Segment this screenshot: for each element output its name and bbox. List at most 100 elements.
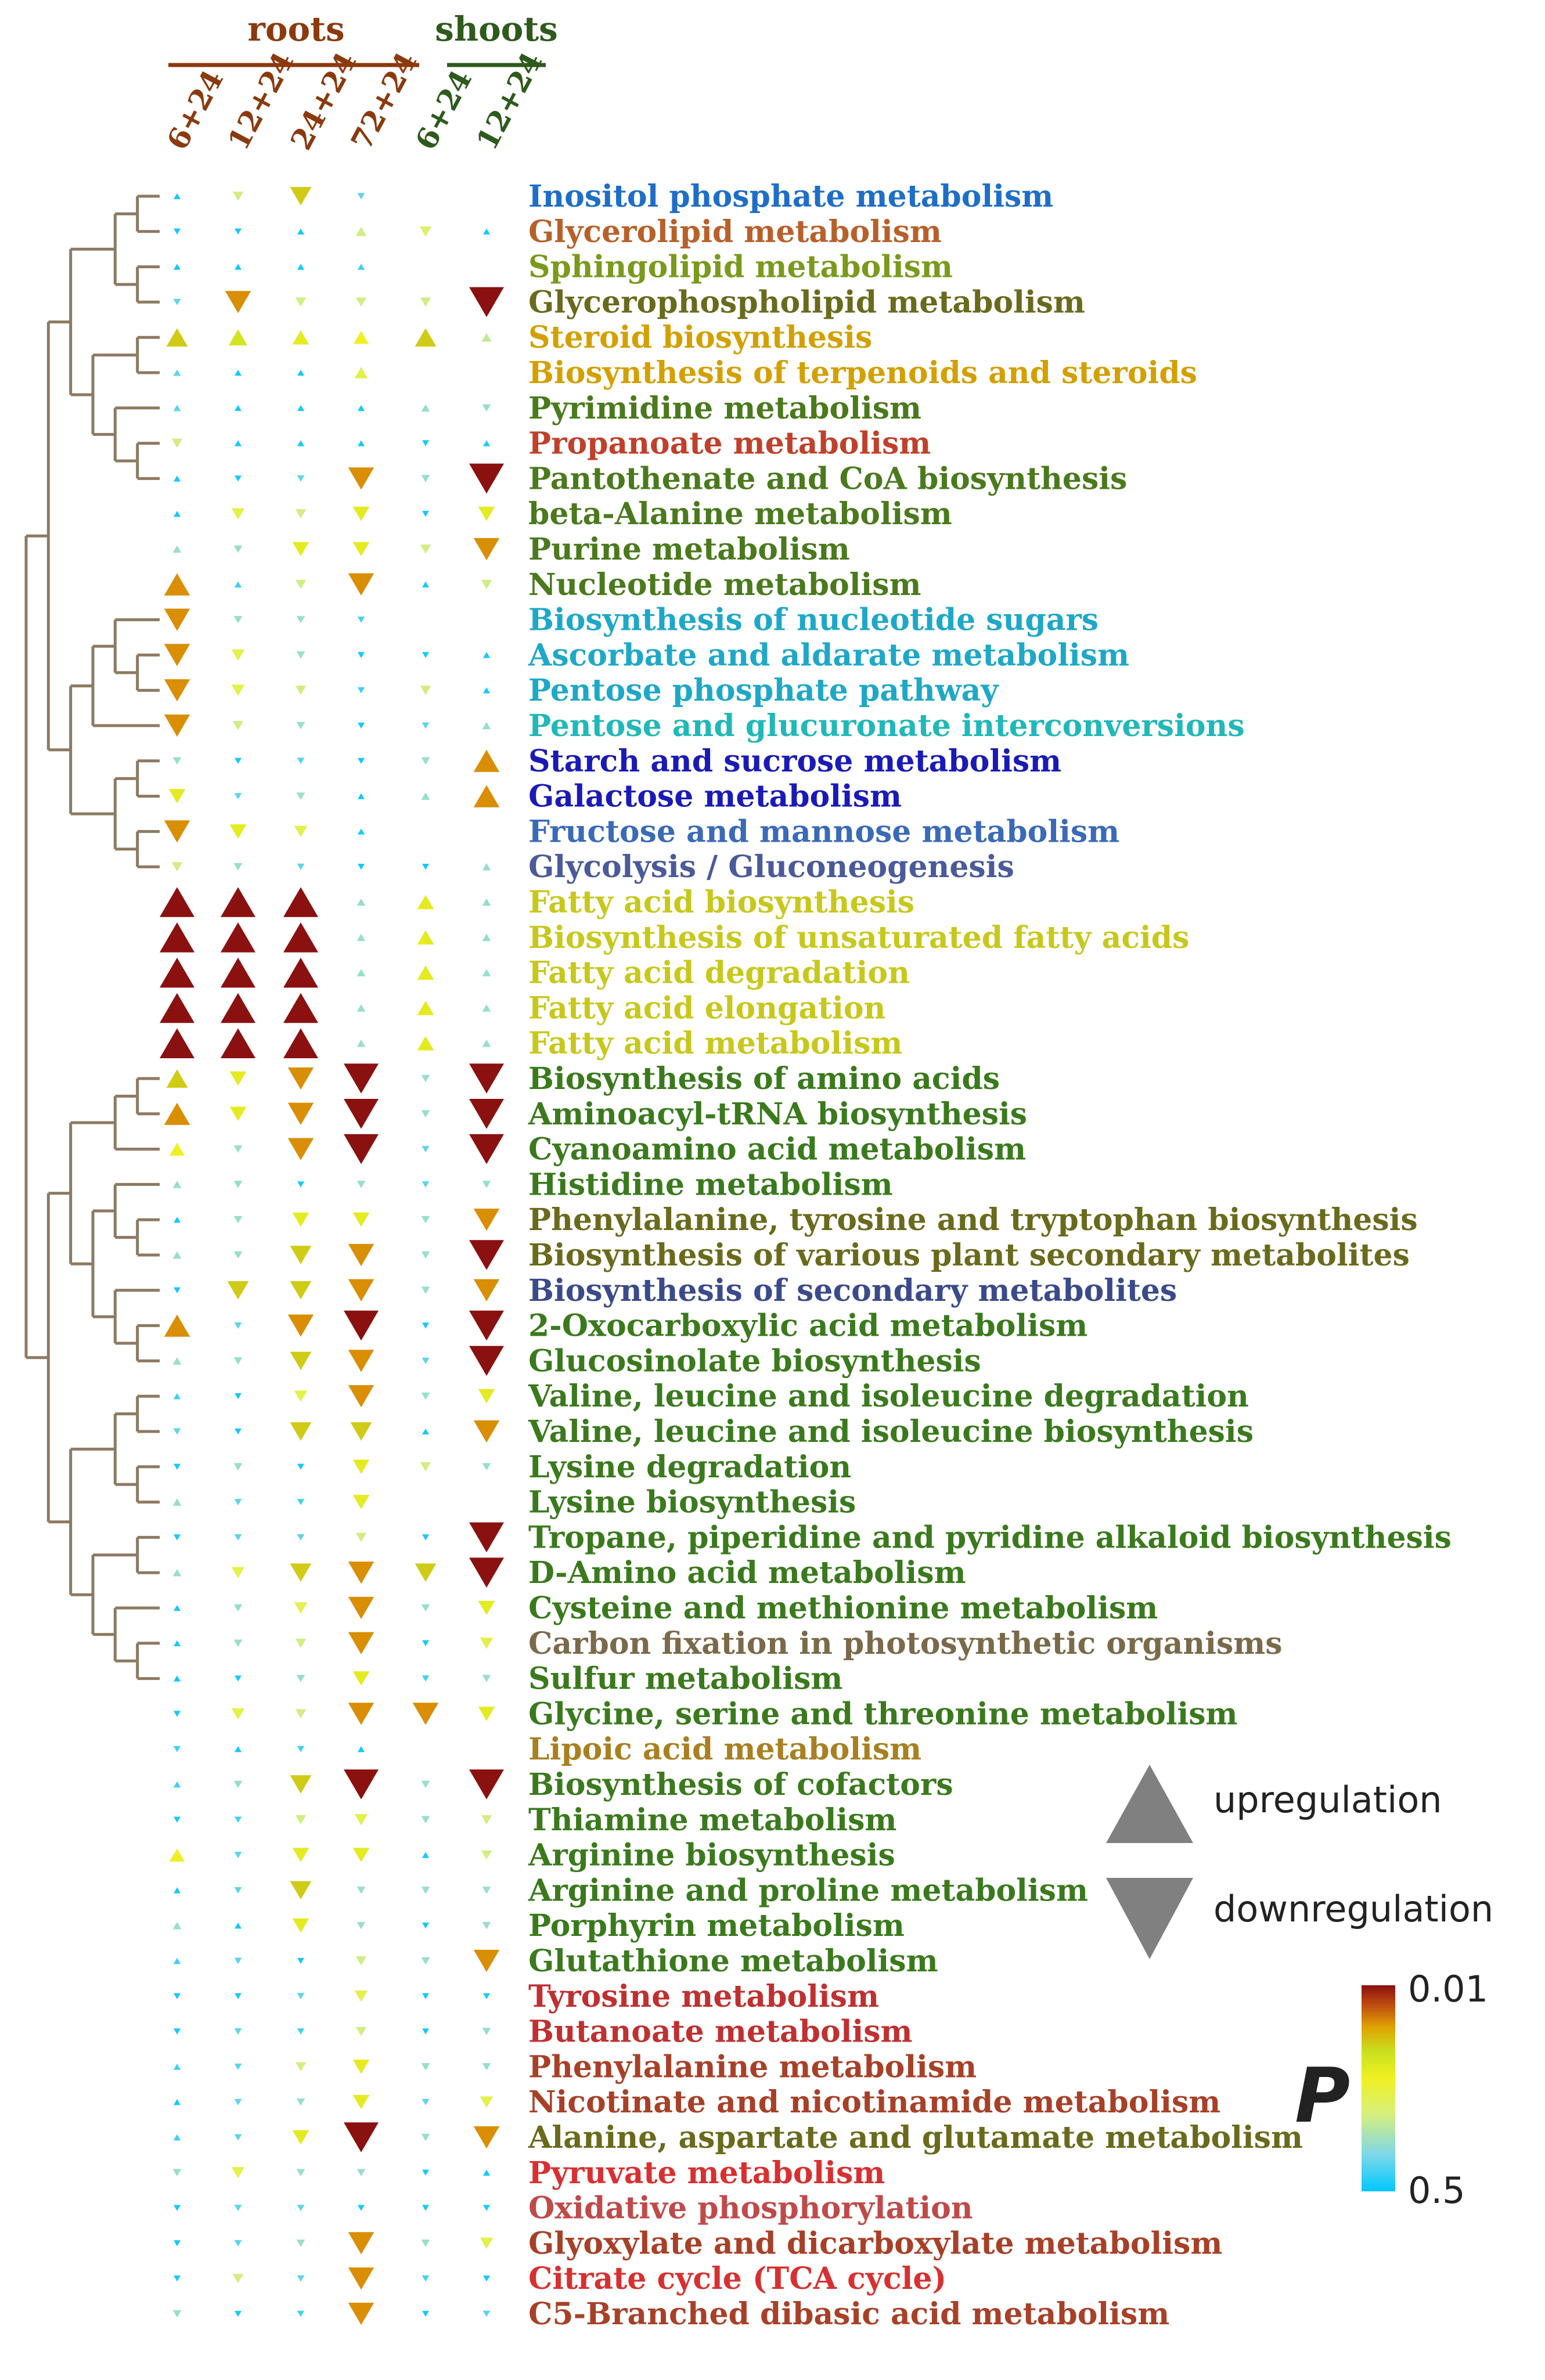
down-triangle [473,1949,500,1972]
up-triangle [173,1675,181,1682]
down-triangle [173,1287,181,1293]
down-triangle [173,1463,181,1470]
up-triangle [160,887,195,917]
down-triangle [355,297,367,307]
down-triangle [297,2205,305,2212]
down-triangle [344,1310,379,1341]
up-triangle [172,1498,182,1506]
down-triangle [352,542,370,557]
pathway-label: Histidine metabolism [528,1167,893,1202]
pathway-label: Tropane, piperidine and pyridine alkaloi… [528,1520,1452,1555]
down-triangle [297,1957,305,1964]
pathway-label: Glycolysis / Gluconeogenesis [528,849,1014,885]
up-triangle [283,922,318,953]
up-triangle [356,1004,366,1012]
pathway-label: beta-Alanine metabolism [528,496,952,532]
up-triangle [421,404,430,412]
up-triangle [292,330,309,345]
down-triangle [232,192,244,201]
p-colorbar-title: P [1295,2051,1350,2140]
down-triangle [287,1138,314,1160]
down-triangle [233,1639,243,1647]
down-triangle [478,1389,495,1404]
down-triangle [482,1921,491,1930]
up-triangle [481,333,492,342]
down-triangle [480,1638,494,1649]
down-triangle [354,1990,368,2002]
down-triangle [234,2310,242,2317]
pathway-label: Glutathione metabolism [528,1943,938,1979]
down-triangle [422,440,430,446]
down-triangle [421,1216,430,1224]
down-triangle [421,1957,430,1965]
down-triangle [348,1703,374,1725]
pathway-label: Lysine biosynthesis [528,1485,856,1520]
down-triangle [297,1534,305,1541]
up-triangle [160,993,195,1023]
down-triangle [481,1850,492,1860]
down-triangle [234,228,242,235]
p-colorbar-min-label: 0.5 [1408,2169,1465,2212]
column-label: 6+24 [409,64,479,156]
down-triangle [233,1780,243,1788]
pathway-label: Cysteine and methionine metabolism [528,1591,1158,1626]
down-triangle [296,616,305,623]
down-triangle [164,714,190,737]
down-triangle [292,1212,309,1227]
up-triangle [234,369,242,376]
up-triangle [234,440,242,446]
up-triangle [173,511,181,517]
down-triangle [412,1703,439,1725]
pathway-label: Pyruvate metabolism [528,2155,885,2191]
up-triangle [221,957,255,988]
pathway-label: Propanoate metabolism [528,426,931,461]
down-triangle [482,2276,491,2282]
up-triangle [169,1142,185,1156]
down-triangle [421,1251,430,1259]
down-triangle [173,298,181,305]
up-triangle [482,898,491,906]
up-triangle [356,898,366,906]
down-triangle [234,1675,242,1682]
down-triangle [234,2098,242,2105]
up-triangle [172,1251,182,1259]
down-triangle [296,792,305,800]
up-triangle [482,722,491,730]
down-triangle [469,1240,504,1270]
down-triangle [233,1463,243,1471]
pathway-label: Fatty acid metabolism [528,1026,902,1061]
down-triangle [348,1385,374,1408]
down-triangle [173,1534,181,1541]
down-triangle [469,1063,504,1094]
up-triangle [297,228,305,235]
down-triangle [290,1351,312,1371]
down-triangle [352,2094,370,2109]
up-triangle [172,1921,182,1930]
down-triangle [348,1562,374,1584]
up-triangle [421,792,430,800]
down-triangle [352,1495,370,1509]
down-triangle [290,1246,312,1264]
down-triangle [469,287,504,318]
up-triangle [353,330,369,344]
down-triangle [469,1310,504,1341]
down-triangle [233,1216,243,1224]
down-triangle [352,2060,370,2074]
up-triangle [234,581,242,588]
down-triangle [357,722,365,729]
up-triangle [482,652,491,658]
legend-down-triangle [1106,1878,1193,1959]
down-triangle [297,1499,305,1505]
down-triangle [173,228,181,235]
pathway-label: Citrate cycle (TCA cycle) [528,2261,946,2296]
down-triangle [231,2167,245,2179]
pathway-label: Steroid biosynthesis [528,320,872,355]
down-triangle [296,1675,305,1682]
down-triangle [173,2205,181,2211]
down-triangle [173,1816,181,1823]
down-triangle [482,2063,491,2071]
down-triangle [422,864,430,870]
down-triangle [421,2133,430,2141]
down-triangle [295,297,307,307]
